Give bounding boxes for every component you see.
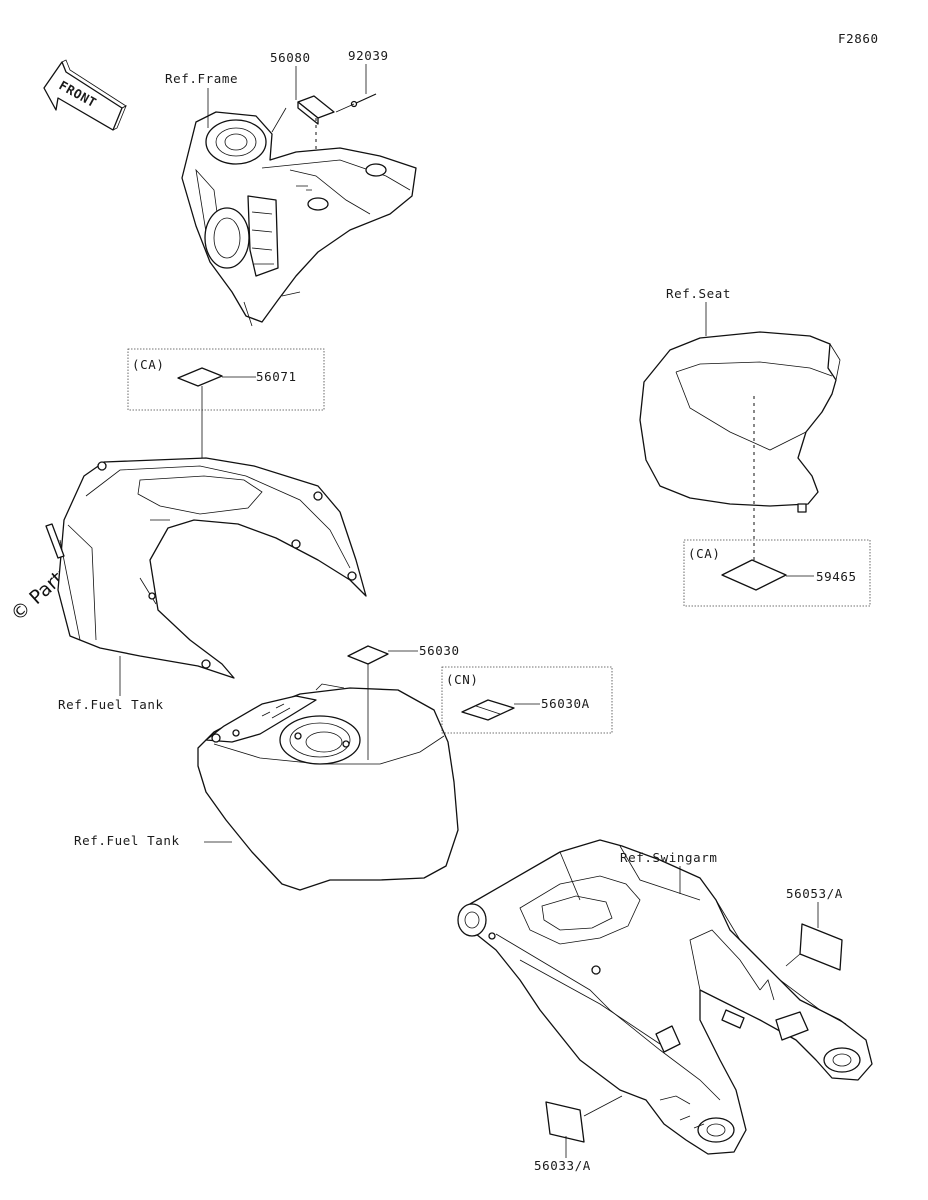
fuel-tank-illustration (197, 683, 459, 891)
part-56053-label: 56053/A (786, 886, 843, 901)
part-56030a-label: 56030A (541, 696, 590, 711)
rivet-92039-icon (350, 93, 377, 108)
part-92039-label: 92039 (348, 48, 389, 63)
label-56071-icon (177, 367, 223, 387)
fuel-tank-cover-illustration (45, 457, 367, 679)
label-56030-icon (347, 645, 389, 665)
ref-fuel-tank-cover-label: Ref.Fuel Tank (58, 697, 164, 712)
ref-swingarm-label: Ref.Swingarm (620, 850, 718, 865)
label-59465-icon (721, 559, 787, 591)
cn-label: (CN) (446, 672, 479, 687)
label-56033-icon (545, 1101, 585, 1143)
part-59465-label: 59465 (816, 569, 857, 584)
swingarm-illustration (457, 839, 873, 1155)
ca-label-seat: (CA) (688, 546, 721, 561)
ca-region-box-upper (127, 348, 325, 411)
label-56080-icon (297, 95, 335, 125)
part-56080-label: 56080 (270, 50, 311, 65)
diagram-code: F2860 (838, 31, 879, 46)
part-56030-label: 56030 (419, 643, 460, 658)
label-56053-icon (799, 923, 843, 971)
part-56033-label: 56033/A (534, 1158, 591, 1173)
front-arrow-icon: FRONT (43, 59, 127, 131)
label-56030a-icon (461, 699, 515, 721)
ca-region-box-seat (683, 539, 871, 607)
ca-label-upper: (CA) (132, 357, 165, 372)
seat-illustration (639, 331, 841, 513)
cn-region-box (441, 666, 613, 734)
ref-seat-label: Ref.Seat (666, 286, 731, 301)
frame-illustration (181, 111, 417, 327)
part-56071-label: 56071 (256, 369, 297, 384)
ref-frame-label: Ref.Frame (165, 71, 238, 86)
ref-fuel-tank-label: Ref.Fuel Tank (74, 833, 180, 848)
